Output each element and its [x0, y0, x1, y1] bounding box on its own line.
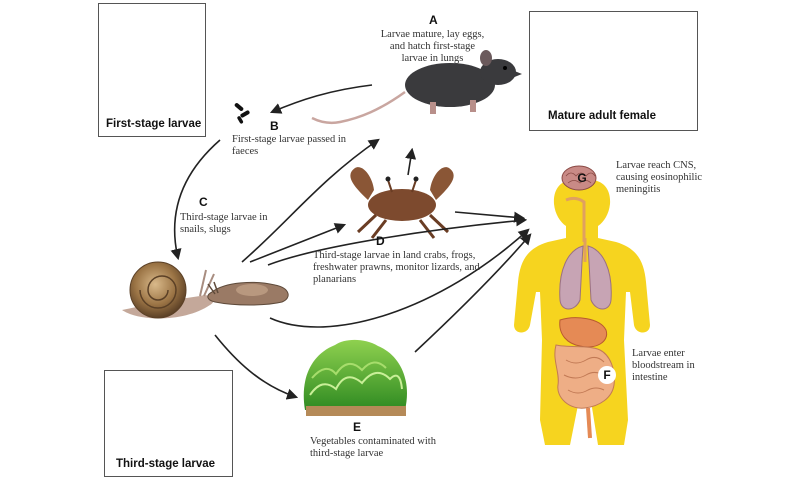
- first-stage-larvae-title: First-stage larvae: [106, 118, 202, 130]
- arrow-rat-to-faeces: [269, 84, 373, 114]
- arrow-snail-to-crab: [249, 223, 347, 263]
- arrow-lettuce-to-human: [414, 233, 532, 353]
- step-letter-b: B: [270, 119, 279, 133]
- cycle-arrows: [170, 84, 532, 400]
- third-stage-larvae-title: Third-stage larvae: [116, 458, 216, 470]
- step-label-d: Third-stage larvae in land crabs, frogs,…: [313, 250, 480, 285]
- human-body: [514, 180, 650, 445]
- snail-icon: [122, 261, 215, 319]
- lettuce-icon: [303, 339, 407, 416]
- step-label-e: Vegetables contaminated with third-stage…: [310, 436, 436, 459]
- lungs-icon: [559, 238, 612, 310]
- arrow-crab-to-rat: [405, 147, 417, 176]
- step-letter-g: G: [577, 171, 587, 185]
- step-label-c: Third-stage larvae in snails, slugs: [180, 212, 268, 235]
- step-label-a: Larvae mature, lay eggs, and hatch first…: [380, 29, 485, 64]
- airway-shape: [565, 196, 586, 242]
- arrow-crab-to-human: [454, 211, 526, 223]
- rat-icon: [311, 50, 522, 125]
- faeces-icon: [234, 103, 250, 124]
- step-letter-d: D: [376, 234, 385, 248]
- arrow-snail-to-lettuce: [214, 334, 299, 400]
- arrow-snail-to-human-lower: [269, 228, 530, 328]
- intestine-icon: [554, 317, 615, 439]
- step-letter-a: A: [429, 13, 438, 27]
- arrow-faeces-to-snail: [170, 139, 221, 261]
- step-letter-c: C: [199, 195, 208, 209]
- crab-icon: [350, 167, 454, 239]
- arrow-slug-to-human: [267, 215, 528, 266]
- first-stage-larvae-box: [98, 3, 206, 137]
- mature-adult-title: Mature adult female: [548, 110, 656, 122]
- step-label-b: First-stage larvae passed in faeces: [232, 134, 347, 157]
- brain-icon: [561, 165, 597, 191]
- step-letter-f: F: [598, 366, 616, 384]
- third-stage-larvae-box: [104, 370, 233, 477]
- step-label-f: Larvae enter bloodstream in intestine: [632, 348, 695, 383]
- step-label-g: Larvae reach CNS, causing eosinophilic m…: [616, 160, 703, 195]
- arrow-snail-to-rat: [241, 138, 380, 263]
- mature-adult-box: [529, 11, 698, 131]
- slug-icon: [207, 281, 289, 306]
- step-letter-e: E: [353, 420, 362, 434]
